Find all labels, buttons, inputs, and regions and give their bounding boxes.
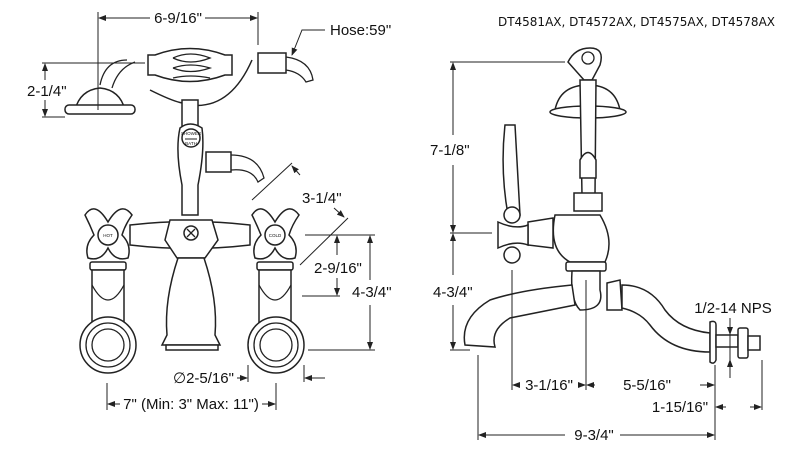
dim-handle-offset: 3-1/16" (525, 377, 573, 394)
cold-label: COLD (269, 233, 282, 238)
thread-spec: 1/2-14 NPS (694, 300, 772, 317)
model-numbers: DT4581AX, DT4572AX, DT4575AX, DT4578AX (498, 15, 775, 29)
dim-handshower-height: 2-1/4" (27, 83, 67, 100)
dim-handshower-width: 6-9/16" (154, 10, 202, 27)
hot-label: HOT (103, 233, 113, 238)
front-dimensions: 6-9/16" Hose:59" 2-1/4" 3-1/4" 2-9/16" 4… (27, 10, 392, 413)
front-view: SHOWER BATH HOT (27, 10, 392, 413)
diverter-lever: SHOWER BATH (177, 123, 265, 216)
dim-centers: 7" (Min: 3" Max: 11") (123, 396, 259, 413)
side-body (463, 206, 761, 364)
hose-length: Hose:59" (330, 22, 391, 39)
dim-handle-height: 2-9/16" (314, 260, 362, 277)
side-view: 7-1/8" 4-3/4" 3-1/16" 5-5/16" 1-15/16" 9… (430, 47, 772, 444)
dim-overall-height: 4-3/4" (352, 284, 392, 301)
dim-spout-reach: 3-1/4" (302, 190, 342, 207)
dim-shank-length: 1-15/16" (652, 399, 708, 416)
bath-label: BATH (185, 141, 197, 146)
side-cradle (502, 47, 627, 216)
faucet-body (129, 219, 251, 351)
dim-cradle-height: 7-1/8" (430, 142, 470, 159)
handshower (64, 47, 314, 129)
shower-label: SHOWER (181, 131, 202, 136)
hot-handle: HOT (79, 208, 137, 374)
side-dimensions: 7-1/8" 4-3/4" 3-1/16" 5-5/16" 1-15/16" 9… (430, 61, 772, 444)
dim-body-height: 4-3/4" (433, 284, 473, 301)
cold-handle: COLD (247, 208, 305, 374)
dim-flange-diameter: ∅2-5/16" (173, 370, 234, 387)
dim-overall-depth: 9-3/4" (574, 427, 614, 444)
dim-spout-offset: 5-5/16" (623, 377, 671, 394)
